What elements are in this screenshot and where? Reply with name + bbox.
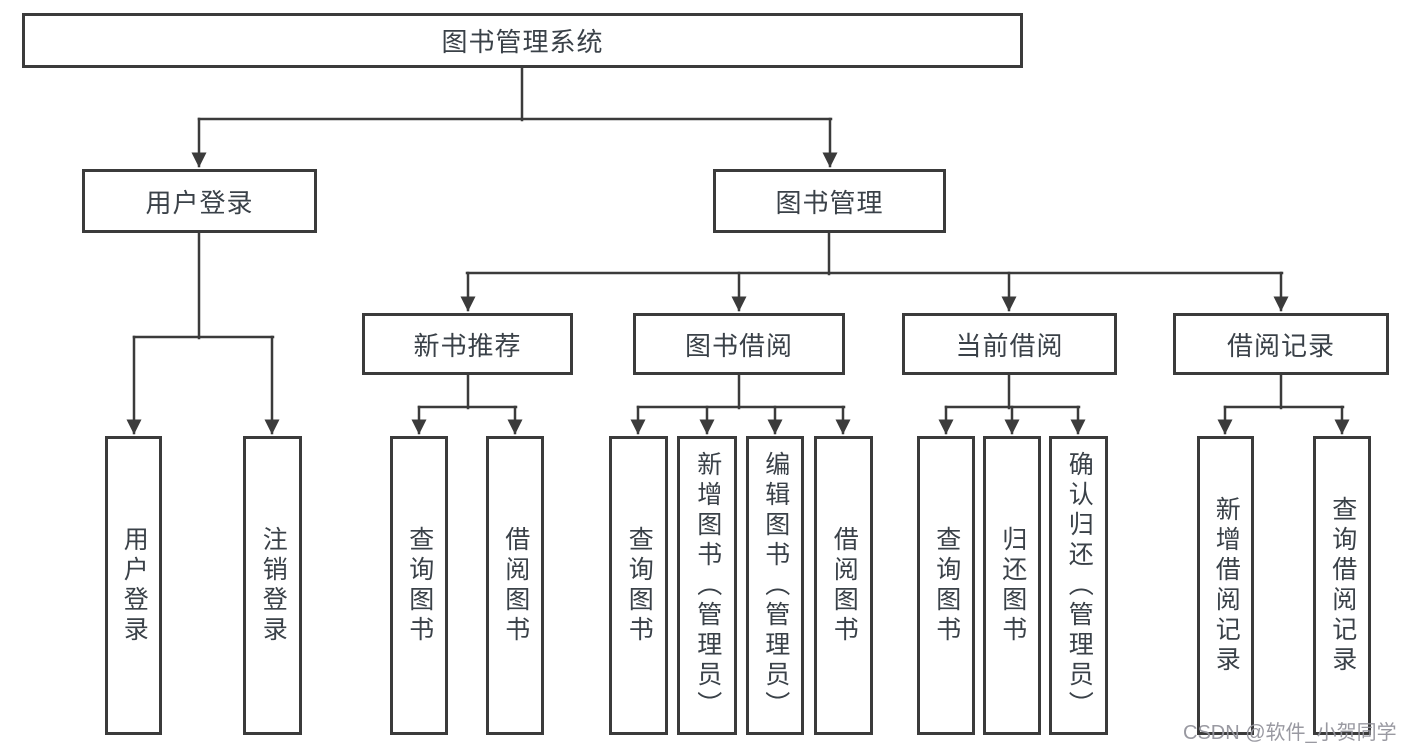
node-new-book-recommend: 新书推荐 <box>362 313 573 375</box>
leaf-borrow-books: 借阅图书 <box>814 436 873 735</box>
leaf-label: 借阅图书 <box>830 525 859 646</box>
node-label: 借阅记录 <box>1226 330 1335 361</box>
leaf-label: 查询借阅记录 <box>1328 495 1357 676</box>
leaf-borrow-books-recommend: 借阅图书 <box>486 436 544 735</box>
leaf-query-borrow-record: 查询借阅记录 <box>1313 436 1371 735</box>
leaf-label: 用户登录 <box>120 525 149 646</box>
leaf-label: 查询图书 <box>625 525 654 646</box>
leaf-query-books-current: 查询图书 <box>917 436 975 735</box>
node-book-borrowing: 图书借阅 <box>633 313 845 375</box>
leaf-add-books-admin: 新增图书（管理员） <box>677 436 737 735</box>
leaf-return-books: 归还图书 <box>983 436 1041 735</box>
leaf-label: 新增借阅记录 <box>1212 495 1241 676</box>
node-label: 用户登录 <box>145 187 254 218</box>
node-label: 新书推荐 <box>413 330 522 361</box>
leaf-label: 新增图书（管理员） <box>693 450 722 721</box>
node-label: 图书借阅 <box>684 330 793 361</box>
node-borrowing-records: 借阅记录 <box>1173 313 1389 375</box>
leaf-query-books-borrow: 查询图书 <box>609 436 668 735</box>
leaf-edit-books-admin: 编辑图书（管理员） <box>746 436 804 735</box>
leaf-label: 借阅图书 <box>501 525 530 646</box>
leaf-add-borrow-record: 新增借阅记录 <box>1197 436 1254 735</box>
leaf-label: 编辑图书（管理员） <box>761 450 790 721</box>
node-book-management: 图书管理 <box>713 169 946 233</box>
leaf-label: 归还图书 <box>998 525 1027 646</box>
leaf-label: 确认归还（管理员） <box>1065 450 1094 721</box>
leaf-logout: 注销登录 <box>243 436 302 735</box>
leaf-label: 查询图书 <box>932 525 961 646</box>
leaf-label: 查询图书 <box>405 525 434 646</box>
leaf-label: 注销登录 <box>259 525 288 646</box>
node-user-login: 用户登录 <box>82 169 317 233</box>
leaf-confirm-return-admin: 确认归还（管理员） <box>1049 436 1108 735</box>
leaf-user-login: 用户登录 <box>105 436 162 735</box>
node-library-management-system: 图书管理系统 <box>22 13 1023 68</box>
node-label: 图书管理 <box>775 187 884 218</box>
node-current-borrowing: 当前借阅 <box>902 313 1117 375</box>
node-label: 当前借阅 <box>955 330 1064 361</box>
node-label: 图书管理系统 <box>441 27 604 57</box>
leaf-query-books-recommend: 查询图书 <box>390 436 448 735</box>
watermark: CSDN @软件_小贺同学 <box>1183 722 1397 744</box>
